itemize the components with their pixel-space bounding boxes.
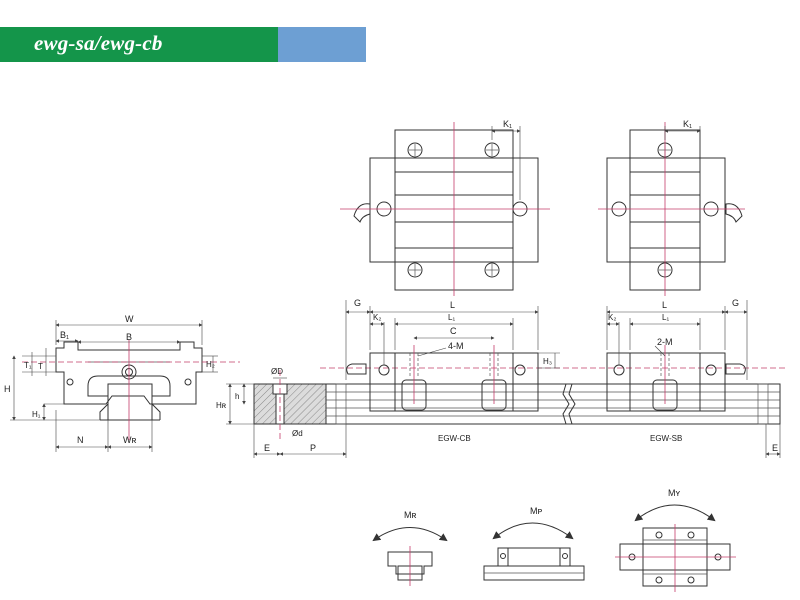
dim-k2-sb: K₂ (608, 313, 616, 322)
dim-e-right: E (772, 443, 778, 453)
dim-l-sb: L (662, 300, 667, 310)
dim-t1: T₁ (24, 361, 32, 370)
dim-l1-cb: L₁ (448, 313, 455, 322)
dim-h-small: h (235, 392, 239, 401)
dim-n: N (77, 435, 84, 445)
label-mr: Mʀ (404, 510, 416, 520)
label-egw-sb: EGW-SB (650, 434, 682, 443)
top-view-sb: K₁ (598, 119, 745, 296)
dim-g-left: G (354, 298, 361, 308)
label-mp: Mᴘ (530, 506, 542, 516)
dim-l1-sb: L₁ (662, 313, 669, 322)
dim-h: H (4, 384, 11, 394)
page-title: ewg-sa/ewg-cb (34, 31, 163, 55)
label-egw-cb: EGW-CB (438, 434, 471, 443)
dim-h2: H₂ (206, 360, 215, 369)
title-banner-green (0, 27, 278, 62)
label-my: Mʏ (668, 488, 680, 498)
label-2m: 2-M (657, 337, 673, 347)
dim-od: ØD (271, 367, 283, 376)
title-banner-blue (278, 27, 366, 62)
dim-b: B (126, 332, 132, 342)
top-view-cb: K₁ (340, 119, 550, 296)
dim-w: W (125, 314, 134, 324)
dim-g-right: G (732, 298, 739, 308)
dim-k1-top-sb: K₁ (683, 119, 692, 129)
title-banner: ewg-sa/ewg-cb (0, 27, 366, 62)
dim-od-small: Ød (292, 429, 303, 438)
dim-h1: H₁ (32, 410, 41, 419)
dim-h3: H₃ (543, 357, 552, 366)
side-view: G L K₂ L₁ C 4-M H₃ L G K₂ L₁ 2-M (320, 298, 785, 458)
dim-wr: Wʀ (123, 435, 136, 445)
moment-my: Mʏ (615, 488, 736, 592)
dim-b1: B₁ (60, 330, 69, 340)
dim-l-cb: L (450, 300, 455, 310)
label-4m: 4-M (448, 341, 464, 351)
dim-p: P (310, 443, 316, 453)
moment-mp: Mᴘ (483, 506, 585, 581)
dim-e-left: E (264, 443, 270, 453)
moment-mr: Mʀ (372, 510, 448, 586)
dim-c: C (450, 326, 457, 336)
dim-t: T (38, 362, 43, 371)
dim-k2-cb: K₂ (373, 313, 381, 322)
dim-k1-top-cb: K₁ (503, 119, 512, 129)
dim-hr: Hʀ (216, 401, 227, 410)
end-view: W B₁ B T₁ T H₂ H H₁ N Wʀ (4, 314, 240, 452)
